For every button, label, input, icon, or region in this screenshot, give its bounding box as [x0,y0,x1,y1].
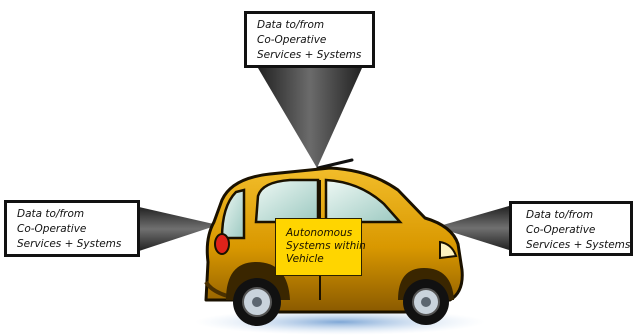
callout-top: Data to/from Co-Operative Services + Sys… [244,11,375,68]
autonomous-label-line-1: Autonomous [286,227,353,239]
callout-top-line-3: Services + Systems [257,49,362,61]
callout-top-line-2: Co-Operative [257,34,327,46]
callout-right-line-3: Services + Systems [526,239,631,251]
callout-right-line-1: Data to/from [526,209,594,221]
callout-right-line-2: Co-Operative [526,224,596,236]
autonomous-label-line-2: Systems within [286,240,366,252]
callout-right: Data to/from Co-Operative Services + Sys… [509,201,633,256]
autonomous-systems-label: Autonomous Systems within Vehicle [275,218,366,276]
callout-top-line-1: Data to/from [257,19,325,31]
beam-top [258,68,362,168]
callout-left-line-3: Services + Systems [17,238,122,250]
beam-left [139,207,218,251]
callout-left-line-2: Co-Operative [17,223,87,235]
autonomous-label-line-3: Vehicle [286,253,324,265]
callout-left-line-1: Data to/from [17,208,85,220]
callout-left: Data to/from Co-Operative Services + Sys… [4,200,140,257]
beam-right [436,206,509,250]
